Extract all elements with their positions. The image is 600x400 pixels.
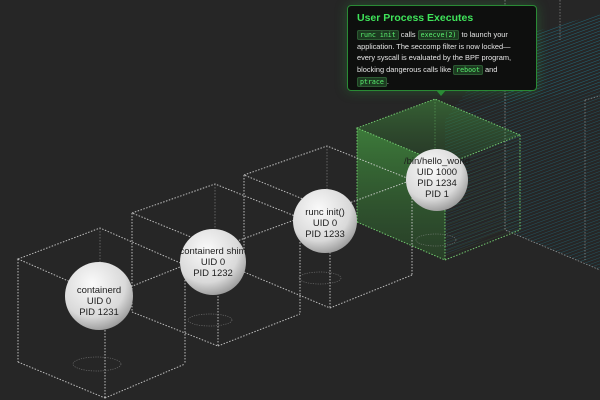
floor-rings: [72, 233, 457, 372]
tooltip-text-end: .: [386, 76, 389, 86]
code-reboot: reboot: [453, 64, 483, 75]
process-sphere-1[interactable]: [65, 262, 133, 330]
code-runc-init: runc init: [357, 30, 399, 40]
process-sphere-4[interactable]: [406, 149, 468, 211]
tooltip-text-and: and: [485, 64, 498, 74]
code-ptrace: ptrace: [357, 76, 387, 87]
tooltip-pointer: [436, 90, 446, 96]
tooltip-text-calls: calls: [400, 30, 416, 39]
tooltip-text-body: to launch your application. The seccomp …: [357, 30, 512, 74]
tooltip-title: User Process Executes: [357, 12, 474, 24]
tooltip-body: runc init calls execve(2) to launch your…: [357, 29, 527, 88]
process-sphere-2[interactable]: [180, 229, 246, 295]
process-sphere-3[interactable]: [293, 189, 357, 253]
code-execve: execve(2): [417, 30, 460, 40]
step-tooltip: User Process Executes runc init calls ex…: [347, 5, 537, 91]
